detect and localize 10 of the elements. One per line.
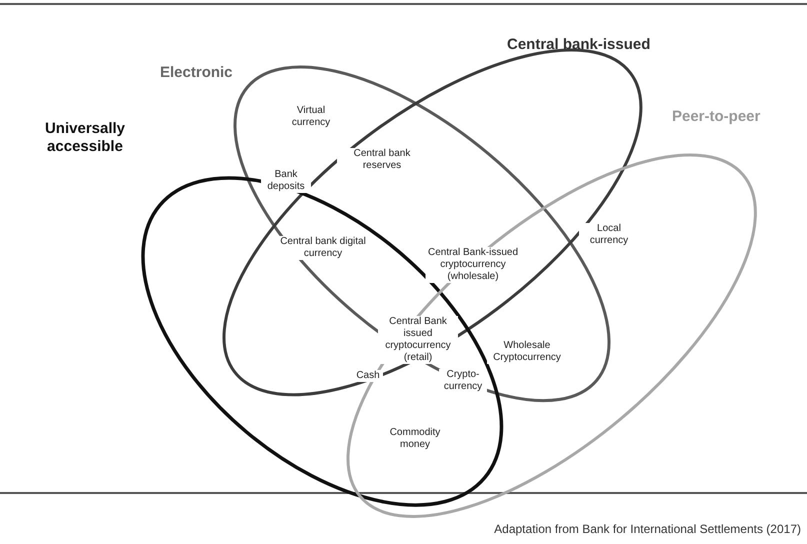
region-label: Central bank digital currency — [278, 236, 368, 260]
region-label: Bank deposits — [261, 169, 311, 193]
source-caption: Adaptation from Bank for International Settlements (2017) — [494, 522, 801, 536]
region-label: Central Bank-issued cryptocurrency (wholesale) — [426, 247, 520, 283]
set-heading: Peer-to-peer — [672, 108, 760, 126]
set-heading: Electronic — [160, 64, 233, 82]
set-heading: Universally accessible — [44, 120, 126, 156]
set-heading: Central bank-issued — [506, 36, 650, 54]
region-label: Central Bank issued cryptocurrency (retail) — [378, 316, 458, 364]
region-label: Crypto-currency — [439, 369, 487, 393]
